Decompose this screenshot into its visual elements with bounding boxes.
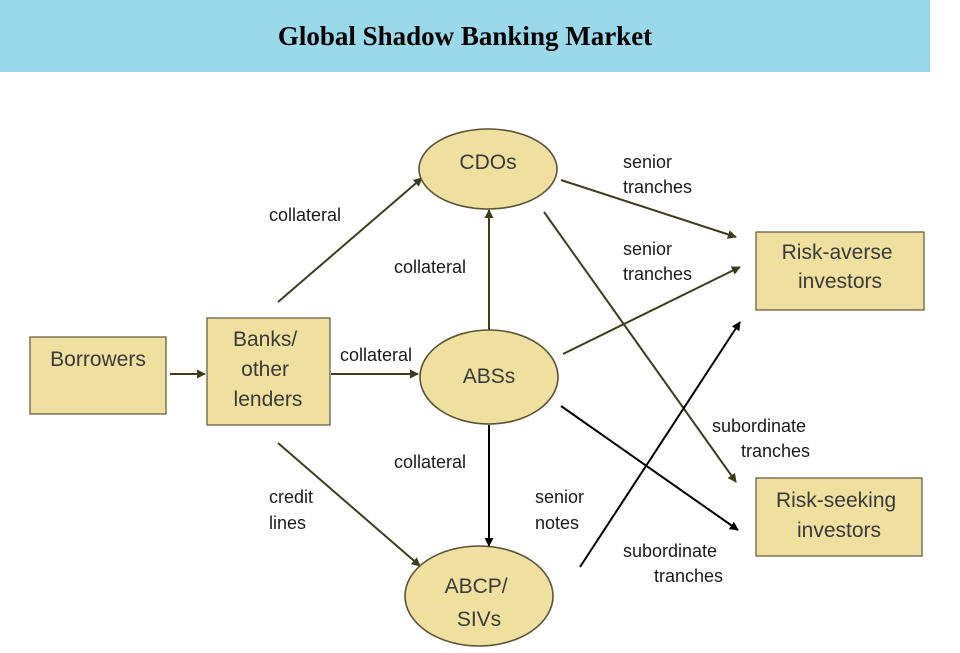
edge-abcp-averse bbox=[579, 321, 741, 568]
svg-text:ABCP/ SIVs: ABCP/ SIVs bbox=[445, 575, 514, 631]
label-banks-abcp: credit lines bbox=[269, 487, 318, 533]
edge-abs-seeking bbox=[560, 405, 739, 531]
svg-text:Risk-averse investors: Risk-averse investors bbox=[782, 241, 899, 293]
label-banks-abs: collateral bbox=[340, 345, 412, 365]
edge-cdos-averse bbox=[560, 179, 737, 239]
edge-cdos-seeking bbox=[543, 211, 737, 483]
edge-banks-cdos bbox=[277, 177, 423, 303]
edge-abs-averse bbox=[562, 266, 741, 355]
label-banks-cdos: collateral bbox=[269, 205, 341, 225]
page-title: Global Shadow Banking Market bbox=[277, 20, 653, 51]
label-abs-seeking: subordinate tranches bbox=[623, 541, 723, 586]
node-risk-seeking: Risk-seeking investors bbox=[755, 477, 923, 557]
node-abcp: ABCP/ SIVs bbox=[404, 545, 554, 647]
node-banks: Banks/ other lenders bbox=[206, 317, 331, 426]
title-bar: Global Shadow Banking Market bbox=[0, 0, 930, 72]
node-borrowers: Borrowers bbox=[29, 336, 167, 415]
edge-banks-abcp bbox=[277, 442, 421, 567]
label-abs-abcp: collateral bbox=[394, 452, 466, 472]
label-abs-averse: senior tranches bbox=[623, 239, 692, 284]
label-cdos-seeking: subordinate tranches bbox=[712, 416, 811, 461]
label-abs-cdos: collateral bbox=[394, 257, 466, 277]
label-abcp-averse: senior notes bbox=[535, 487, 589, 533]
svg-text:Borrowers: Borrowers bbox=[50, 348, 146, 371]
node-risk-averse: Risk-averse investors bbox=[755, 231, 925, 311]
svg-text:CDOs: CDOs bbox=[459, 151, 516, 174]
label-cdos-averse: senior tranches bbox=[623, 152, 692, 197]
svg-text:Banks/ other lende: Banks/ other lenders bbox=[233, 328, 303, 411]
svg-text:Risk-seeking investors: Risk-seeking investors bbox=[776, 489, 902, 542]
svg-text:ABSs: ABSs bbox=[463, 365, 516, 388]
node-abs: ABSs bbox=[419, 329, 559, 425]
node-cdos: CDOs bbox=[418, 128, 558, 210]
